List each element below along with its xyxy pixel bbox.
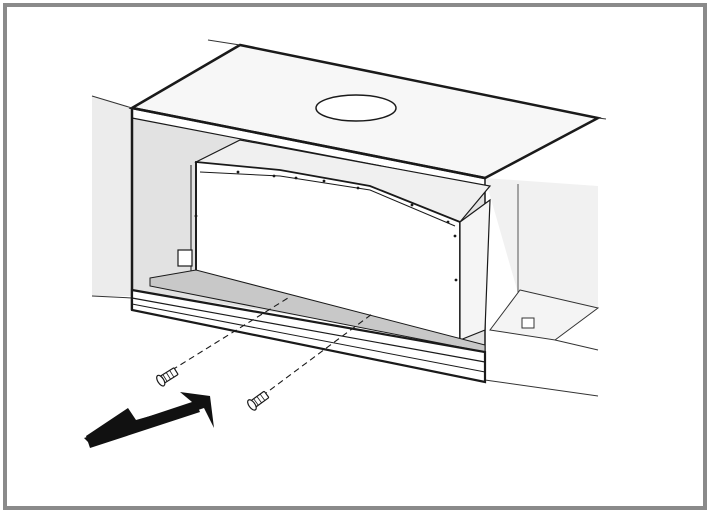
left-wall <box>92 96 132 296</box>
front-trim-panel <box>130 288 487 384</box>
right-shelf-edge <box>554 339 599 351</box>
cabinet-front-top-edge <box>131 106 486 180</box>
hood-rivets <box>194 170 458 282</box>
screw-guide-right <box>261 313 373 397</box>
right-lower-line <box>484 379 599 397</box>
front-trim-line-2 <box>131 303 486 373</box>
left-wall-top-line <box>91 95 133 109</box>
screw-icon <box>156 367 179 387</box>
hood-trim <box>199 171 456 227</box>
front-trim-line-1 <box>131 297 486 363</box>
duct-opening <box>315 94 397 122</box>
bracket-left <box>177 249 193 267</box>
insertion-arrow-body <box>86 403 200 448</box>
screw-guide-left <box>171 297 289 371</box>
wall-edge-top-right <box>597 117 607 120</box>
bottom-rail <box>149 269 486 353</box>
bracket-right <box>521 317 535 329</box>
screw-icon <box>247 390 270 411</box>
wall-edge-top-left <box>207 39 241 46</box>
left-wall-bottom-line <box>91 295 133 299</box>
hood-unit-side <box>459 198 491 341</box>
right-wall <box>485 178 598 308</box>
